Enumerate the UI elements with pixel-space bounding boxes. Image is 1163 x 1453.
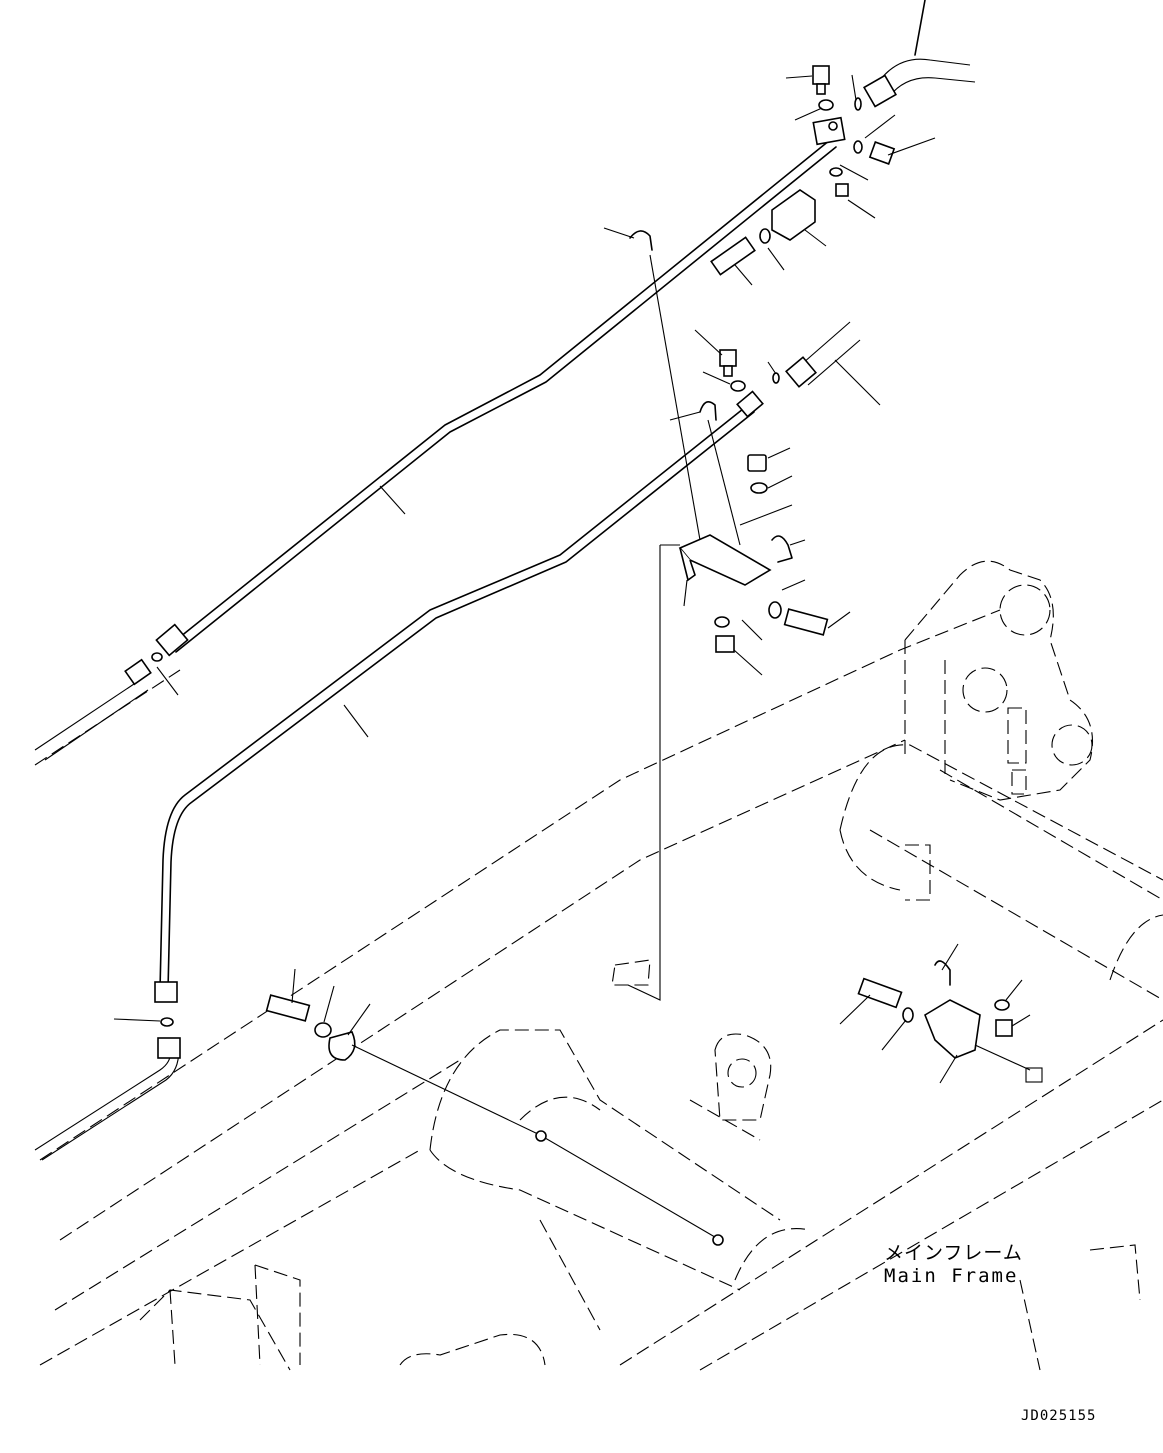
- lower-clamp-assembly: [265, 960, 1043, 1246]
- upper-hydraulic-pipe: [155, 116, 846, 657]
- top-right-hose: [863, 0, 976, 108]
- left-hoses: [34, 652, 181, 1161]
- mid-right-hose: [785, 321, 861, 388]
- main-frame-outline: [34, 560, 1163, 1371]
- leader-lines: [113, 74, 1031, 1084]
- main-frame-label-jp: メインフレーム: [884, 1242, 1023, 1264]
- middle-bracket-assembly: [627, 254, 829, 1001]
- main-frame-label-en: Main Frame: [884, 1265, 1019, 1287]
- upper-fittings: [629, 65, 896, 276]
- lower-hydraulic-pipe: [154, 390, 764, 1003]
- drawing-number: JD025155: [1021, 1408, 1097, 1424]
